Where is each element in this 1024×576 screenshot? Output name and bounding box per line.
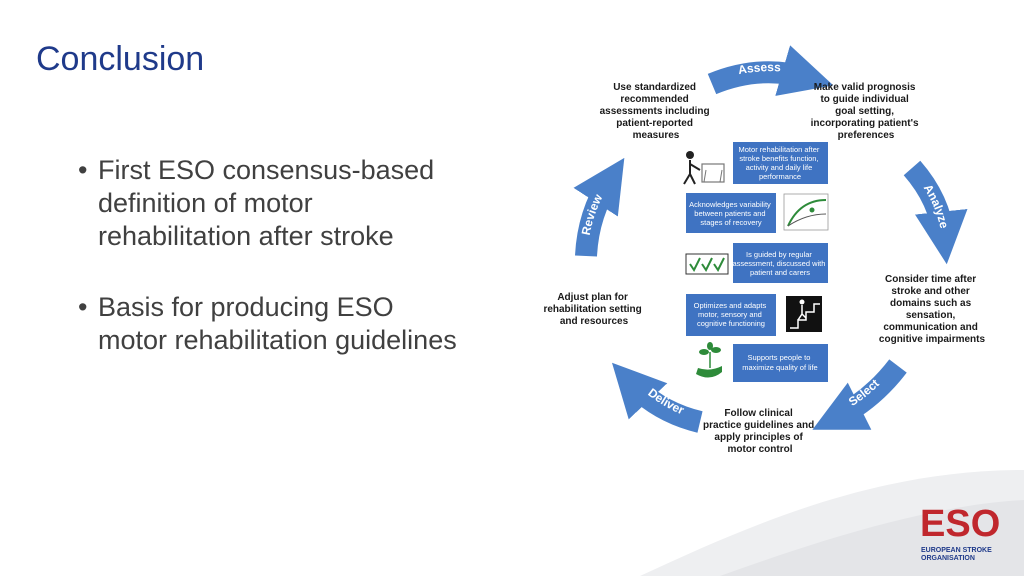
bullet-dot-icon: • xyxy=(78,292,88,322)
center-box-2: Acknowledges variability between patient… xyxy=(686,193,776,233)
center-box-text: Is guided by regular assessment, discuss… xyxy=(732,250,827,277)
cycle-arrows xyxy=(573,45,968,433)
bullet-item-guidelines: • Basis for producing ESO motor rehabili… xyxy=(78,291,518,357)
assess-right-text: Make valid prognosis to guide individual… xyxy=(811,82,922,141)
center-box-5: Supports people to maximize quality of l… xyxy=(733,344,828,382)
climbing-stairs-icon xyxy=(786,296,822,332)
center-box-text: Supports people to maximize quality of l… xyxy=(742,353,817,372)
plant-in-hand-icon xyxy=(696,342,722,378)
assess-left-text: Use standardized recommended assessments… xyxy=(600,82,713,141)
eso-logo-line2: ORGANISATION xyxy=(921,555,975,562)
bullet-line: First ESO consensus-based xyxy=(98,155,435,185)
walking-with-walker-icon xyxy=(683,151,725,185)
recovery-curve-icon xyxy=(783,193,829,231)
deliver-arrow xyxy=(611,362,703,433)
bullet-line: definition of motor xyxy=(98,188,313,218)
analyze-arrow xyxy=(903,160,968,265)
center-box-4: Optimizes and adapts motor, sensory and … xyxy=(686,294,776,336)
review-arrow xyxy=(573,157,625,257)
review-text: Adjust plan for rehabilitation setting a… xyxy=(543,292,644,327)
eso-logo-line1: EUROPEAN STROKE xyxy=(921,547,992,554)
bullet-item-definition: • First ESO consensus-based definition o… xyxy=(78,154,518,253)
checkmarks-icon xyxy=(685,253,729,275)
center-box-background xyxy=(733,344,828,382)
eso-logo: ESO EUROPEAN STROKE ORGANISATION xyxy=(920,503,1000,562)
center-box-text: Motor rehabilitation after stroke benefi… xyxy=(739,145,822,181)
bullet-dot-icon: • xyxy=(78,155,88,185)
slide-title: Conclusion xyxy=(36,40,205,78)
select-text: Follow clinical practice guidelines and … xyxy=(703,408,817,455)
step-label-assess: Assess xyxy=(737,60,781,77)
center-box-3: Is guided by regular assessment, discuss… xyxy=(732,243,828,283)
bullet-line: motor rehabilitation guidelines xyxy=(98,325,457,355)
bullet-list: • First ESO consensus-based definition o… xyxy=(78,154,518,357)
center-box-background xyxy=(686,193,776,233)
bullet-line: Basis for producing ESO xyxy=(98,292,394,322)
center-box-background xyxy=(733,142,828,184)
center-box-background xyxy=(733,243,828,283)
assess-arrow xyxy=(707,45,834,96)
center-box-text: Optimizes and adapts motor, sensory and … xyxy=(694,301,769,328)
eso-logo-text: ESO xyxy=(920,503,1000,545)
bullet-line: rehabilitation after stroke xyxy=(98,221,394,251)
analyze-text: Consider time after stroke and other dom… xyxy=(879,274,986,345)
center-box-text: Acknowledges variability between patient… xyxy=(689,200,773,227)
center-box-1: Motor rehabilitation after stroke benefi… xyxy=(733,142,828,184)
center-box-background xyxy=(686,294,776,336)
select-arrow xyxy=(812,359,907,430)
